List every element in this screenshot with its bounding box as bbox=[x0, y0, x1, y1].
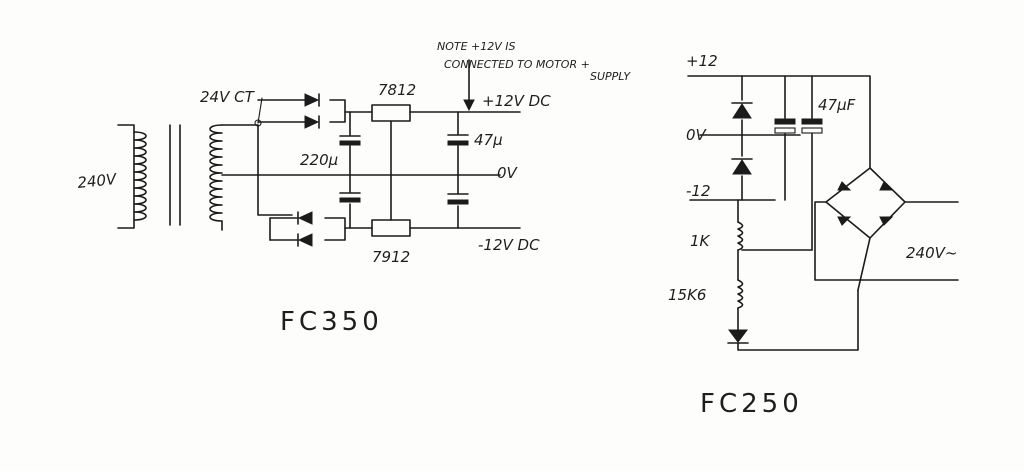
regulator-7812 bbox=[371, 104, 411, 122]
fc250-mains-label: 240V~ bbox=[906, 244, 957, 262]
bridge-rectifier bbox=[257, 93, 346, 247]
fc350-circuit: 240V 24V CT 7812 7912 220μ 47μ +12V DC 0… bbox=[77, 40, 632, 337]
fc350-note-line2: CONNECTED TO MOTOR + bbox=[444, 58, 590, 71]
ct-label-leader bbox=[257, 97, 263, 124]
resistor-1k bbox=[737, 221, 744, 251]
zener-upper bbox=[731, 75, 753, 136]
fc350-cap-main-label: 220μ bbox=[300, 151, 338, 169]
fc350-out-neg-label: -12V DC bbox=[478, 236, 540, 254]
fc250-cap-right bbox=[801, 75, 823, 251]
fc350-ct-label: 24V CT bbox=[200, 88, 256, 106]
capacitor-220u-pos bbox=[339, 111, 361, 176]
fc250-title: FC250 bbox=[700, 389, 803, 419]
fc250-cap-left bbox=[774, 75, 796, 201]
transformer-secondary bbox=[209, 124, 501, 231]
fc250-cap-label: 47μF bbox=[818, 96, 856, 114]
capacitor-47u-neg bbox=[447, 174, 469, 229]
fc250-rail-pos-label: +12 bbox=[686, 52, 718, 70]
fc350-reg-neg-label: 7912 bbox=[372, 248, 410, 266]
fc250-r1-label: 1K bbox=[690, 232, 711, 250]
pos12-rail bbox=[687, 75, 871, 169]
resistor-15k6 bbox=[737, 279, 744, 309]
fc350-out-pos-label: +12V DC bbox=[482, 92, 551, 110]
transformer-primary bbox=[117, 124, 147, 229]
bottom-return bbox=[737, 289, 859, 351]
fc350-note-line3: SUPPLY bbox=[590, 70, 631, 83]
fc350-reg-pos-label: 7812 bbox=[378, 81, 416, 99]
fc350-mains-label: 240V bbox=[77, 170, 119, 192]
transformer-core bbox=[169, 124, 181, 226]
fc250-rail-zero-label: 0V bbox=[686, 126, 708, 144]
note-arrowhead bbox=[463, 99, 475, 112]
capacitor-220u-neg bbox=[339, 174, 361, 229]
fc250-diode bbox=[727, 329, 749, 344]
fc250-bridge bbox=[814, 167, 959, 291]
regulator-7912 bbox=[371, 219, 411, 237]
capacitor-47u-pos bbox=[447, 111, 469, 176]
fc250-rail-neg-label: -12 bbox=[686, 182, 711, 200]
fc250-circuit: +12 0V -12 1K 15K6 47μF 240V~ FC250 bbox=[668, 52, 959, 419]
fc350-title: FC350 bbox=[280, 307, 383, 337]
fc250-r2-label: 15K6 bbox=[668, 286, 706, 304]
zener-lower bbox=[731, 134, 753, 201]
fc350-cap-out-label: 47μ bbox=[474, 131, 503, 149]
fc350-note-line1: NOTE +12V IS bbox=[437, 40, 516, 53]
fc350-out-zero-label: 0V bbox=[497, 164, 519, 182]
